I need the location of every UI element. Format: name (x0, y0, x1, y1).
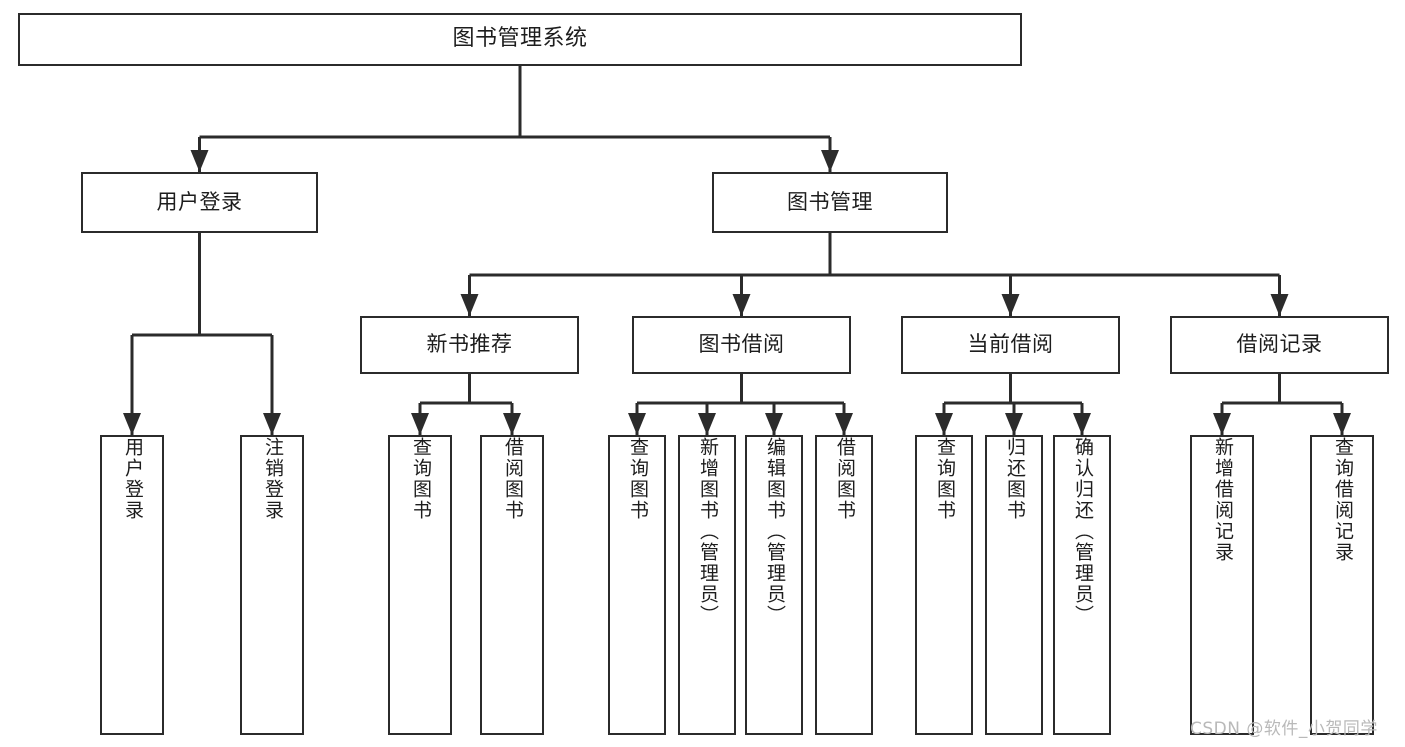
node-label: 编辑图书（管理员） (763, 437, 786, 626)
node-label: 查询图书 (933, 437, 956, 521)
node-label: 新增借阅记录 (1211, 437, 1234, 563)
node-leaf-user-logout[interactable]: 注销登录 (240, 435, 304, 735)
node-label: 当前借阅 (967, 332, 1054, 357)
node-leaf-edit-book[interactable]: 编辑图书（管理员） (745, 435, 803, 735)
node-label: 图书管理系统 (452, 26, 588, 52)
node-label: 图书借阅 (698, 332, 785, 357)
node-leaf-confirm-return[interactable]: 确认归还（管理员） (1053, 435, 1111, 735)
node-label: 借阅图书 (833, 437, 856, 521)
node-leaf-query-book-1[interactable]: 查询图书 (388, 435, 452, 735)
node-label: 用户登录 (156, 189, 243, 214)
node-book-borrow[interactable]: 图书借阅 (632, 316, 851, 374)
node-label: 图书管理 (787, 189, 873, 214)
node-label: 查询借阅记录 (1331, 437, 1354, 563)
node-leaf-query-book-3[interactable]: 查询图书 (915, 435, 973, 735)
node-new-book-rec[interactable]: 新书推荐 (360, 316, 579, 374)
node-leaf-return-book[interactable]: 归还图书 (985, 435, 1043, 735)
node-label: 用户登录 (121, 437, 144, 521)
node-label: 查询图书 (409, 437, 432, 521)
node-leaf-query-record[interactable]: 查询借阅记录 (1310, 435, 1374, 735)
node-label: 新书推荐 (426, 332, 513, 357)
node-current-borrow[interactable]: 当前借阅 (901, 316, 1120, 374)
node-borrow-record[interactable]: 借阅记录 (1170, 316, 1389, 374)
csdn-watermark: CSDN @软件_小贺同学 (1190, 719, 1378, 739)
node-leaf-user-login[interactable]: 用户登录 (100, 435, 164, 735)
node-leaf-add-book[interactable]: 新增图书（管理员） (678, 435, 736, 735)
node-label: 借阅记录 (1236, 332, 1323, 357)
node-leaf-add-record[interactable]: 新增借阅记录 (1190, 435, 1254, 735)
node-label: 注销登录 (261, 437, 284, 521)
node-label: 确认归还（管理员） (1071, 437, 1094, 626)
node-label: 归还图书 (1003, 437, 1026, 521)
node-label: 查询图书 (626, 437, 649, 521)
node-leaf-borrow-book-1[interactable]: 借阅图书 (480, 435, 544, 735)
node-label: 新增图书（管理员） (696, 437, 719, 626)
node-root[interactable]: 图书管理系统 (18, 13, 1022, 66)
node-leaf-borrow-book-2[interactable]: 借阅图书 (815, 435, 873, 735)
node-book-manage[interactable]: 图书管理 (712, 172, 948, 233)
node-label: 借阅图书 (501, 437, 524, 521)
node-leaf-query-book-2[interactable]: 查询图书 (608, 435, 666, 735)
node-user-login[interactable]: 用户登录 (81, 172, 318, 233)
